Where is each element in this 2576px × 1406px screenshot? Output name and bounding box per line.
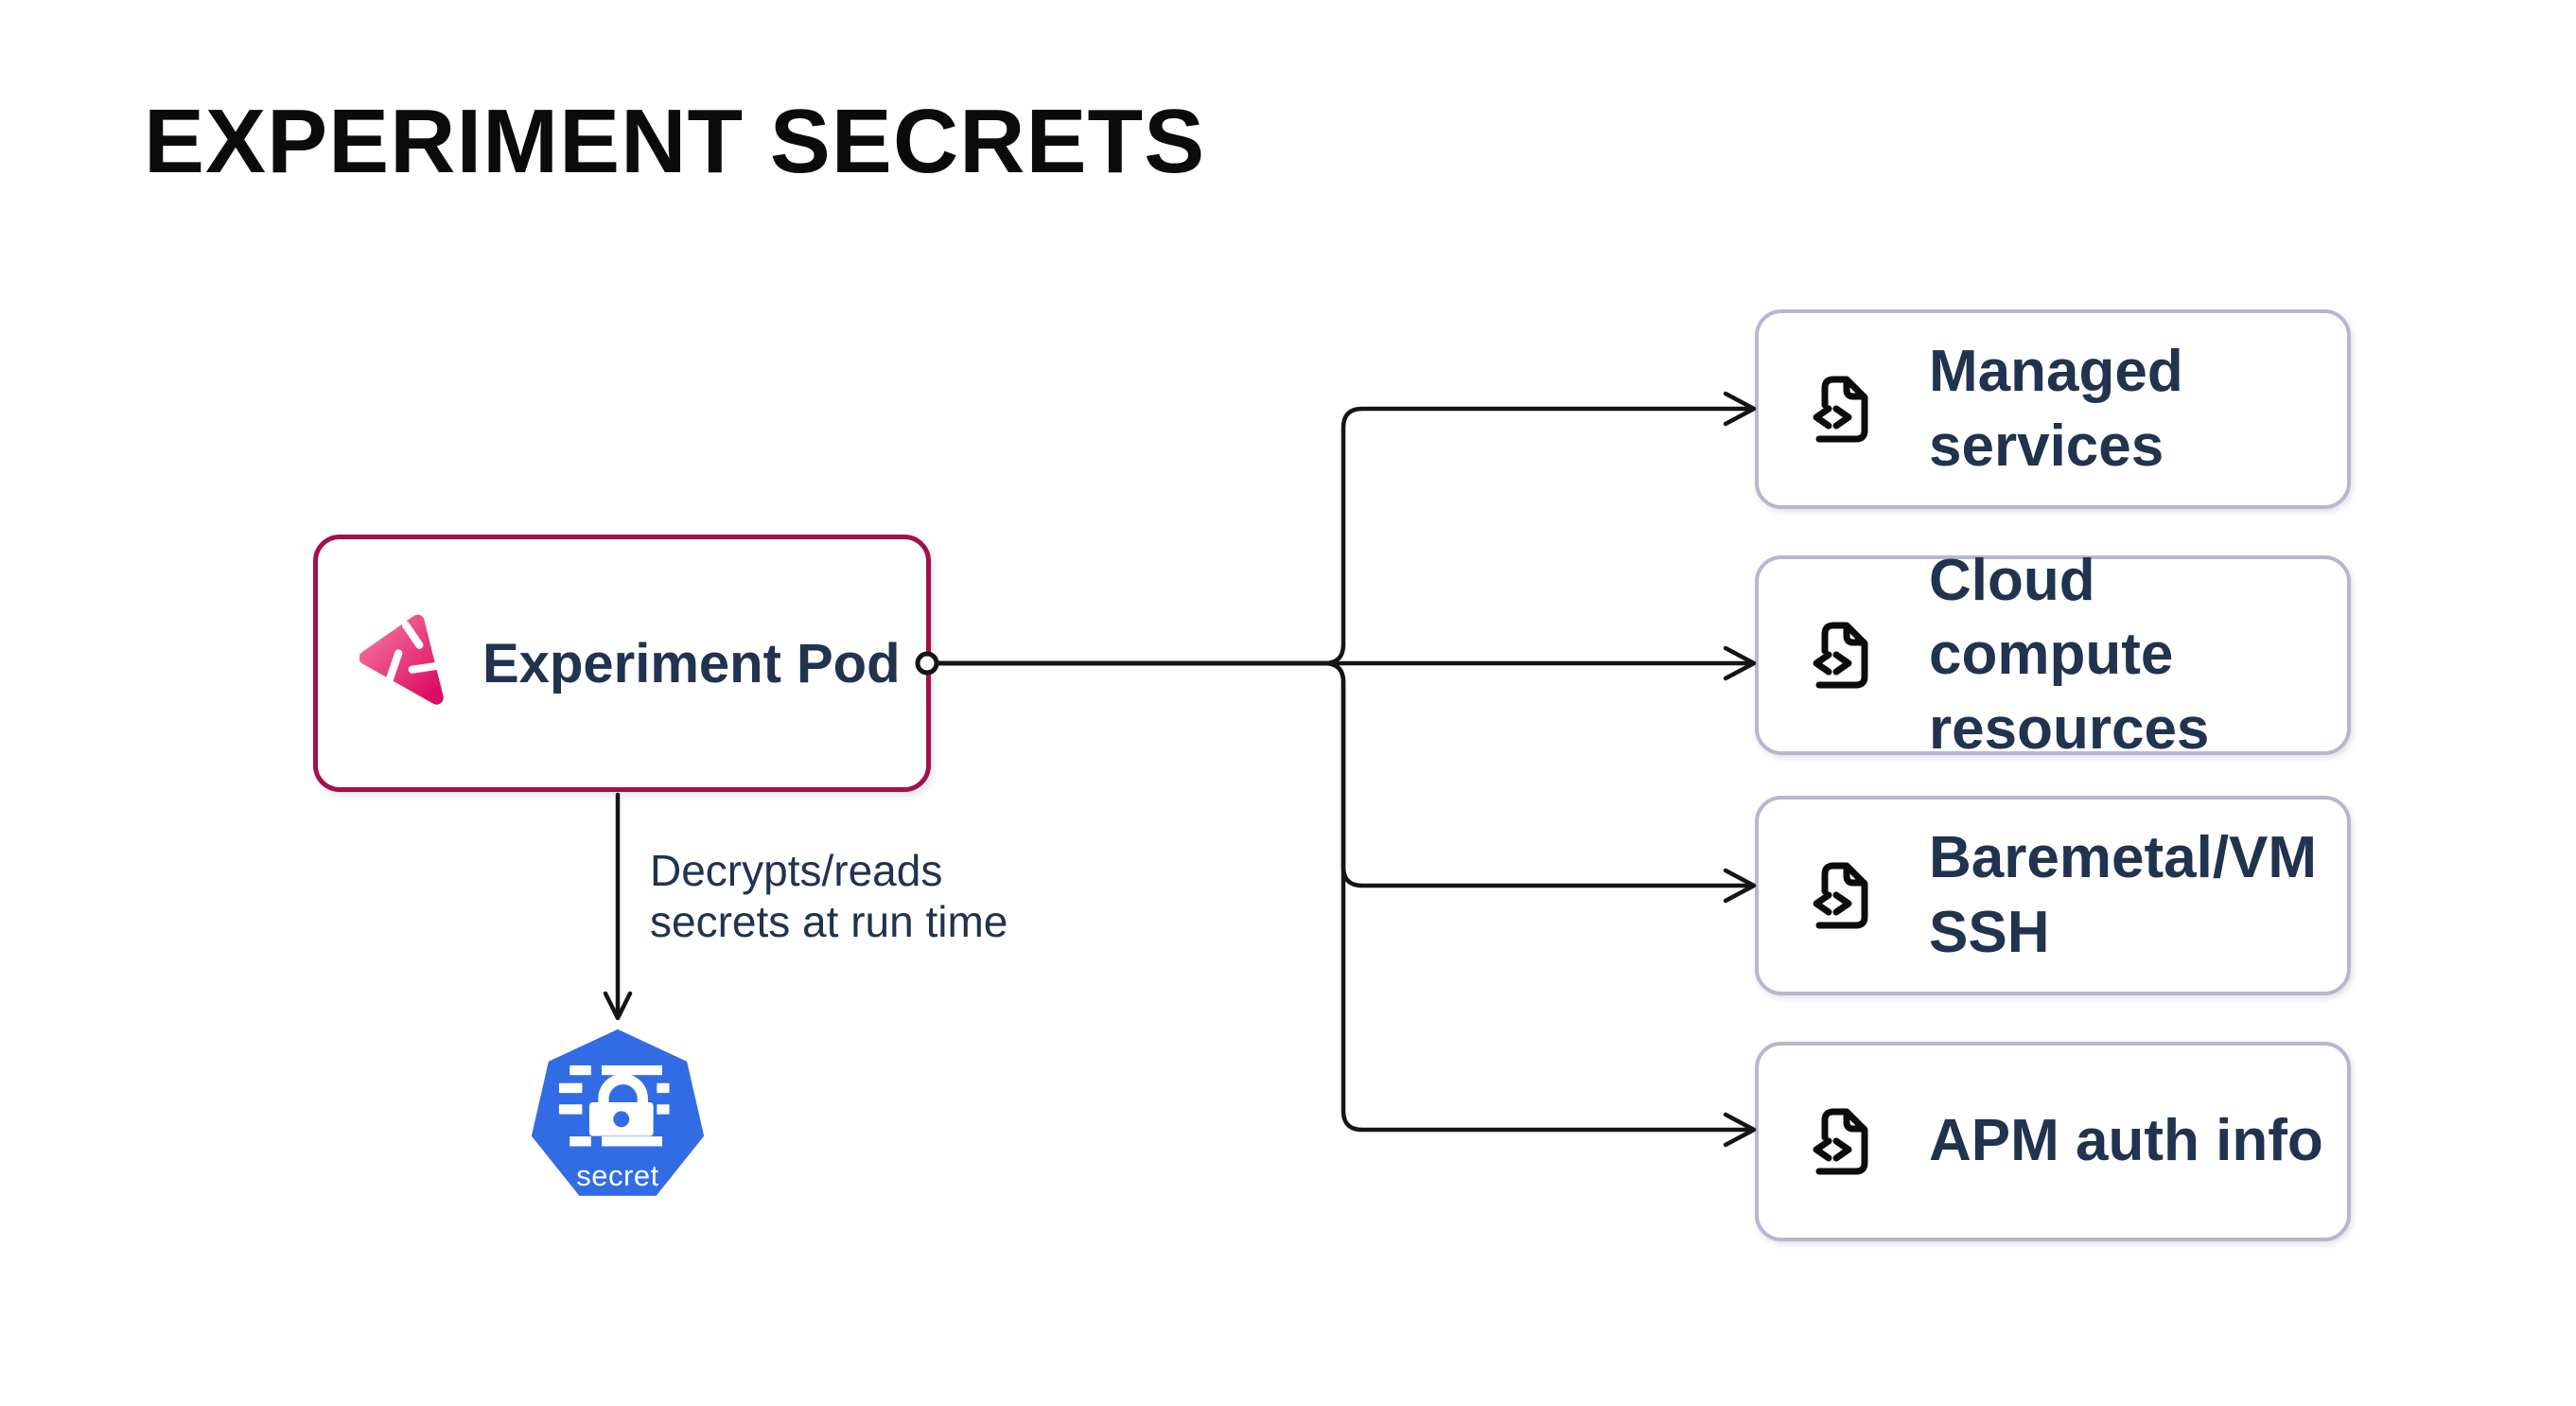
file-code-icon (1813, 622, 1868, 688)
page-title: EXPERIMENT SECRETS (144, 91, 1206, 192)
target-box-apm-auth-info: APM auth info (1755, 1042, 2351, 1241)
arrowhead-icon (1723, 391, 1757, 427)
arrowhead-icon (1723, 868, 1757, 904)
arrowhead-icon (603, 991, 633, 1021)
arrowhead-icon (1723, 645, 1757, 681)
file-code-icon (1813, 376, 1868, 442)
litmus-chaos-logo-icon (359, 614, 444, 705)
target-box-cloud-compute: Cloud compute resources (1755, 548, 2351, 762)
arrowhead-icon (1723, 1112, 1757, 1148)
file-code-icon (1813, 862, 1868, 928)
target-box-managed-services: Managed services (1755, 309, 2351, 509)
target-label: Cloud compute resources (1929, 548, 2210, 762)
k8s-secret-icon (531, 1028, 705, 1196)
edge-pod-to-apm (932, 660, 1755, 1133)
edge-pod-to-baremetal (932, 660, 1755, 888)
target-label: Baremetal/VM SSH (1929, 825, 2318, 965)
edge-pod-to-managed-services (932, 406, 1755, 666)
target-label: APM auth info (1929, 1108, 2323, 1174)
target-box-baremetal-vm-ssh: Baremetal/VM SSH (1755, 796, 2351, 995)
experiment-pod-node: Experiment Pod (313, 535, 931, 792)
experiment-pod-label: Experiment Pod (482, 632, 901, 694)
file-code-icon (1813, 1108, 1868, 1174)
runtime-annotation: Decrypts/reads secrets at run time (650, 845, 1008, 948)
runtime-annotation-line1: Decrypts/reads (650, 846, 943, 895)
k8s-secret-label: secret (576, 1159, 659, 1192)
k8s-secret-node: secret (528, 1028, 708, 1205)
target-label: Managed services (1929, 339, 2183, 479)
runtime-annotation-line2: secrets at run time (650, 897, 1008, 947)
